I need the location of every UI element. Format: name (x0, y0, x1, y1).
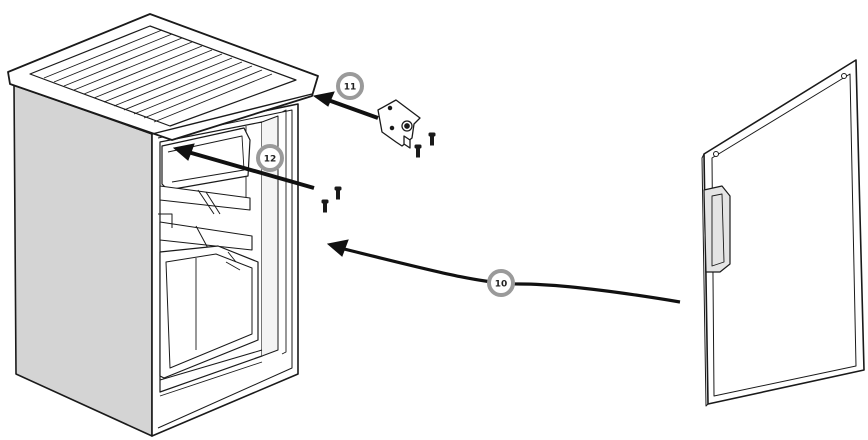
door-panel (703, 59, 865, 405)
fridge-door (701, 59, 865, 407)
crisper-drawer (159, 245, 259, 379)
arrow-step-10 (339, 246, 681, 304)
assembly-arrows (172, 91, 681, 304)
step-badge-10-label: 10 (495, 280, 508, 290)
step-badge-11: 11 (336, 72, 364, 100)
step-badge-12: 12 (256, 144, 284, 172)
arrow-step-12 (187, 150, 315, 190)
step-badge-10: 10 (487, 269, 515, 297)
step-badge-11-label: 11 (344, 83, 357, 93)
screw (321, 199, 329, 213)
door-handle (703, 185, 731, 273)
fridge-cabinet (7, 13, 319, 437)
hinge-bracket (377, 99, 421, 149)
worktop-grooves (43, 29, 273, 123)
step-badge-12-label: 12 (264, 155, 277, 165)
glass-shelf-lower (159, 221, 253, 251)
screw (428, 132, 436, 146)
arrow-step-11 (327, 98, 379, 120)
hinge-screws (321, 132, 436, 213)
door-hinge-hole-top-left (713, 151, 719, 157)
cabinet-side-panel (13, 83, 153, 437)
glass-shelf-upper (159, 185, 251, 211)
door-hinge-hole-top-right (841, 73, 847, 79)
screw (334, 186, 342, 200)
screw (414, 144, 422, 158)
